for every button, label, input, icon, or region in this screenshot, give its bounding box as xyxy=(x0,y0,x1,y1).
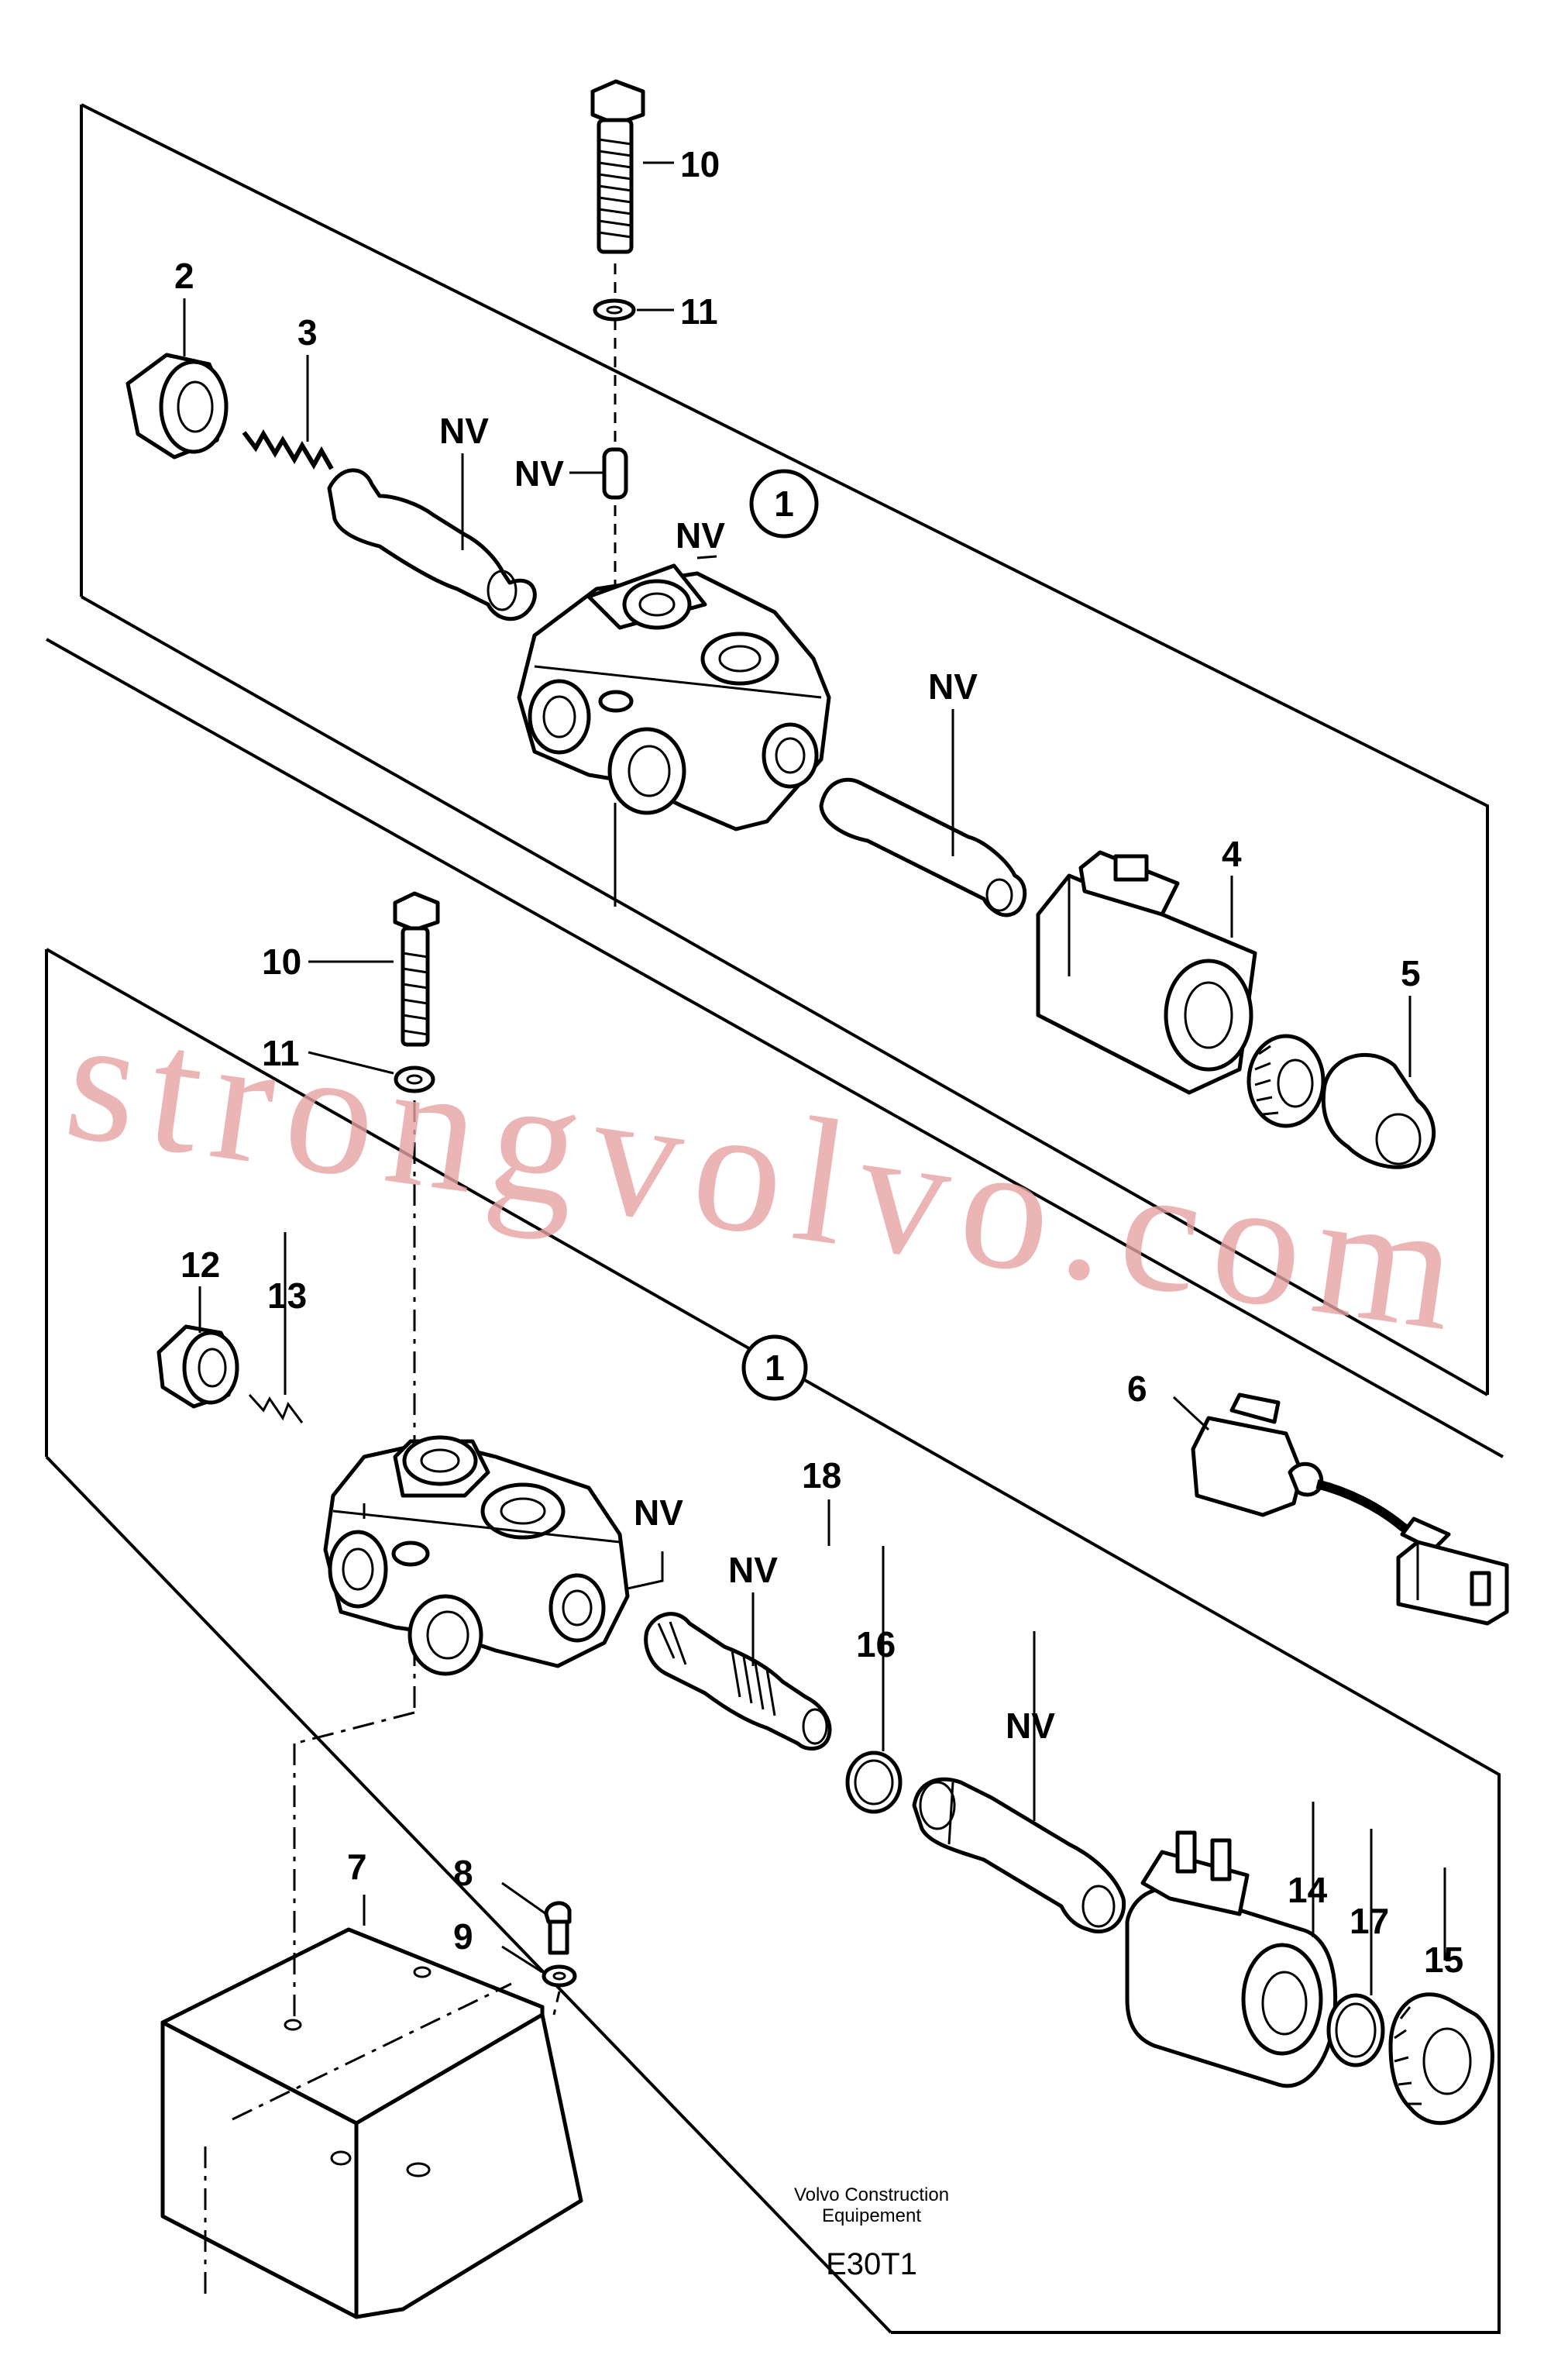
bolt-bottom xyxy=(393,891,440,1047)
solenoid-coil-bottom xyxy=(1125,1830,1338,2088)
bolt-top xyxy=(590,79,645,254)
sensor-with-connector xyxy=(1191,1392,1509,1626)
label-part-5: 5 xyxy=(1401,953,1421,993)
label-part-8: 8 xyxy=(453,1853,473,1893)
solenoid-coil-top xyxy=(1036,850,1257,1095)
label-part-13: 13 xyxy=(267,1275,307,1316)
label-part-17: 17 xyxy=(1350,1901,1389,1941)
label-part-10-bottom: 10 xyxy=(262,942,301,982)
knurled-nut-bottom xyxy=(1388,1992,1494,2126)
label-part-11-bottom: 11 xyxy=(262,1033,300,1073)
plug-nut-bottom xyxy=(156,1324,239,1409)
callout-circle-top-label: 1 xyxy=(774,484,794,524)
callout-circle-bottom: 1 xyxy=(741,1334,808,1401)
tube-bottom xyxy=(912,1777,1126,1934)
label-nv-tube-top: NV xyxy=(928,666,978,707)
spool-bottom xyxy=(644,1612,832,1751)
washer-bottom xyxy=(394,1065,435,1093)
label-part-10-top: 10 xyxy=(680,144,720,184)
plug-nut-top xyxy=(126,353,229,460)
callout-circle-bottom-label: 1 xyxy=(765,1348,785,1388)
label-nv-spool-bottom: NV xyxy=(728,1550,778,1590)
footer-maker-line2: Equipement xyxy=(822,2205,921,2226)
label-part-14: 14 xyxy=(1288,1870,1328,1910)
label-nv-pin: NV xyxy=(514,453,564,494)
label-part-16: 16 xyxy=(856,1624,896,1664)
label-part-11-top: 11 xyxy=(680,291,718,332)
label-part-3: 3 xyxy=(297,312,318,353)
valve-body-top xyxy=(517,563,831,831)
callout-circle-top: 1 xyxy=(749,469,819,539)
label-part-12: 12 xyxy=(181,1244,220,1285)
tube-top xyxy=(819,777,1027,917)
washer-top xyxy=(593,298,636,322)
label-part-15: 15 xyxy=(1424,1940,1463,1980)
spring-top xyxy=(242,429,334,470)
label-part-7: 7 xyxy=(347,1847,367,1887)
cap-top xyxy=(1321,1052,1436,1169)
spool-top xyxy=(327,468,537,621)
label-nv-spool-top: NV xyxy=(439,411,489,451)
footer-maker-line1: Volvo Construction xyxy=(794,2184,949,2205)
label-part-4: 4 xyxy=(1222,834,1242,874)
spring-bottom xyxy=(248,1393,304,1423)
small-washer xyxy=(542,1964,577,1988)
label-nv-tube-bottom: NV xyxy=(1006,1706,1055,1746)
label-part-18: 18 xyxy=(802,1455,841,1496)
knurled-nut-top xyxy=(1246,1034,1326,1128)
small-bolt xyxy=(544,1901,572,1955)
assembly-frame-top xyxy=(80,103,1489,1396)
mounting-bracket xyxy=(160,1927,583,2319)
label-nv-body-bottom: NV xyxy=(634,1492,683,1533)
pin xyxy=(602,447,628,500)
separator-line xyxy=(46,638,1504,1458)
label-nv-body-top: NV xyxy=(676,515,725,556)
label-part-6: 6 xyxy=(1127,1368,1147,1409)
label-part-2: 2 xyxy=(174,256,194,296)
leaders-bottom xyxy=(198,960,1446,1995)
valve-body-bottom xyxy=(323,1435,630,1676)
footer-figure-code: E30T1 xyxy=(826,2247,917,2281)
leaders-top xyxy=(183,161,1412,1077)
label-part-9: 9 xyxy=(453,1916,473,1957)
